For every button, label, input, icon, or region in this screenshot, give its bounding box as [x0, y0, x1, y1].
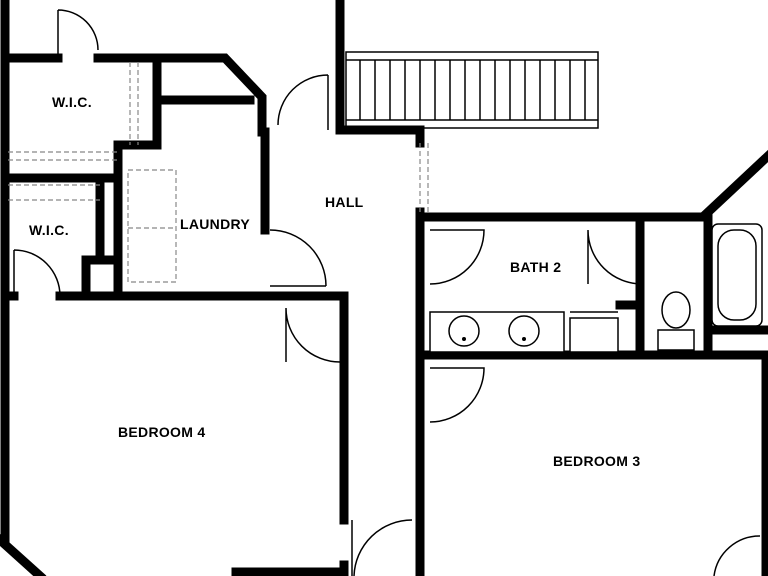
room-label-hall: HALL: [325, 194, 364, 210]
room-label-laundry: LAUNDRY: [180, 216, 250, 232]
bath-fixtures: [429, 223, 763, 353]
room-label-wic-top: W.I.C.: [52, 94, 92, 110]
doors: [13, 9, 761, 576]
shelving: [8, 62, 429, 283]
bathtub: [711, 223, 763, 327]
sink-left: [448, 315, 480, 347]
toilet-bowl: [661, 291, 691, 329]
room-label-bath-2: BATH 2: [510, 259, 561, 275]
staircase: [345, 51, 599, 129]
room-labels: W.I.C. W.I.C. LAUNDRY HALL BATH 2 BEDROO…: [29, 94, 641, 469]
toilet-tank: [657, 329, 695, 351]
room-label-bedroom-3: BEDROOM 3: [553, 453, 641, 469]
room-label-wic-bottom: W.I.C.: [29, 222, 69, 238]
room-label-bedroom-4: BEDROOM 4: [118, 424, 206, 440]
sink-right: [508, 315, 540, 347]
